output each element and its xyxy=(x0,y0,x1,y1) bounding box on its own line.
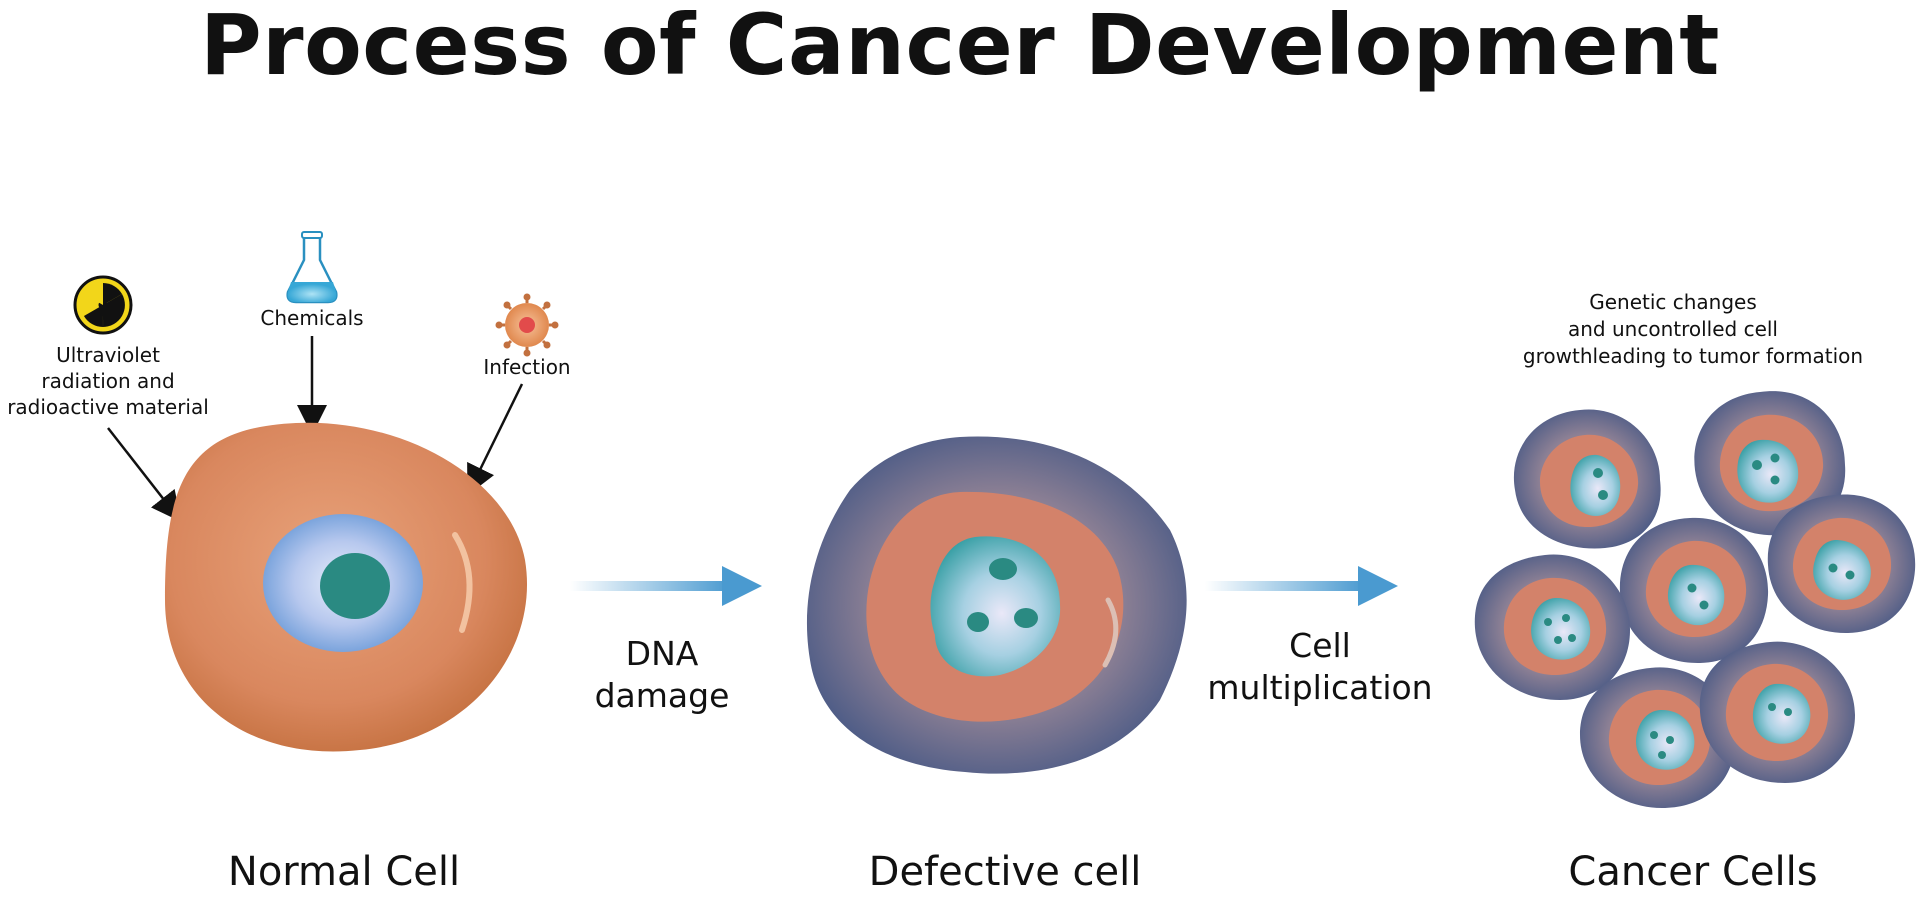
dna-damage-arrow xyxy=(570,566,762,606)
defective-nucleus xyxy=(930,536,1061,677)
normal-cell xyxy=(165,422,528,752)
uv-label-line-1: Ultraviolet xyxy=(56,343,160,367)
dna-damage-label-line-2: damage xyxy=(595,676,730,715)
stage-defective-label: Defective cell xyxy=(869,849,1142,895)
multiplication-label-line-1: Cell xyxy=(1289,626,1351,665)
normal-nucleolus xyxy=(320,553,390,619)
cancer-cell xyxy=(1699,641,1855,783)
virus-icon xyxy=(495,293,559,357)
cancer-cell xyxy=(1513,409,1661,549)
tumor-note-line-2: and uncontrolled cell xyxy=(1568,317,1778,341)
cancer-cell xyxy=(1580,667,1735,808)
defective-cell xyxy=(806,436,1187,774)
uv-arrow xyxy=(107,427,182,522)
uv-label-line-3: radioactive material xyxy=(7,395,209,419)
dna-damage-label-line-1: DNA xyxy=(626,634,699,673)
stage-normal-label: Normal Cell xyxy=(228,849,460,895)
cancer-cell xyxy=(1474,554,1630,700)
flask-icon xyxy=(286,231,338,304)
tumor-note-line-3: growthleading to tumor formation xyxy=(1523,344,1863,368)
diagram-title: Process of Cancer Development xyxy=(200,0,1720,94)
tumor-note-line-1: Genetic changes xyxy=(1589,290,1757,314)
infection-arrow xyxy=(467,383,524,496)
multiplication-arrow xyxy=(1205,566,1398,606)
cancer-cell xyxy=(1619,517,1769,664)
cancer-cell xyxy=(1767,494,1916,634)
chemicals-label: Chemicals xyxy=(260,306,363,330)
stage-cancer-label: Cancer Cells xyxy=(1568,849,1817,895)
multiplication-label-line-2: multiplication xyxy=(1207,668,1432,707)
uv-label-line-2: radiation and xyxy=(41,369,174,393)
cancer-cell-cluster xyxy=(1474,391,1916,808)
radiation-icon xyxy=(73,275,133,335)
infection-label: Infection xyxy=(483,355,570,379)
cancer-cell xyxy=(1694,391,1846,536)
